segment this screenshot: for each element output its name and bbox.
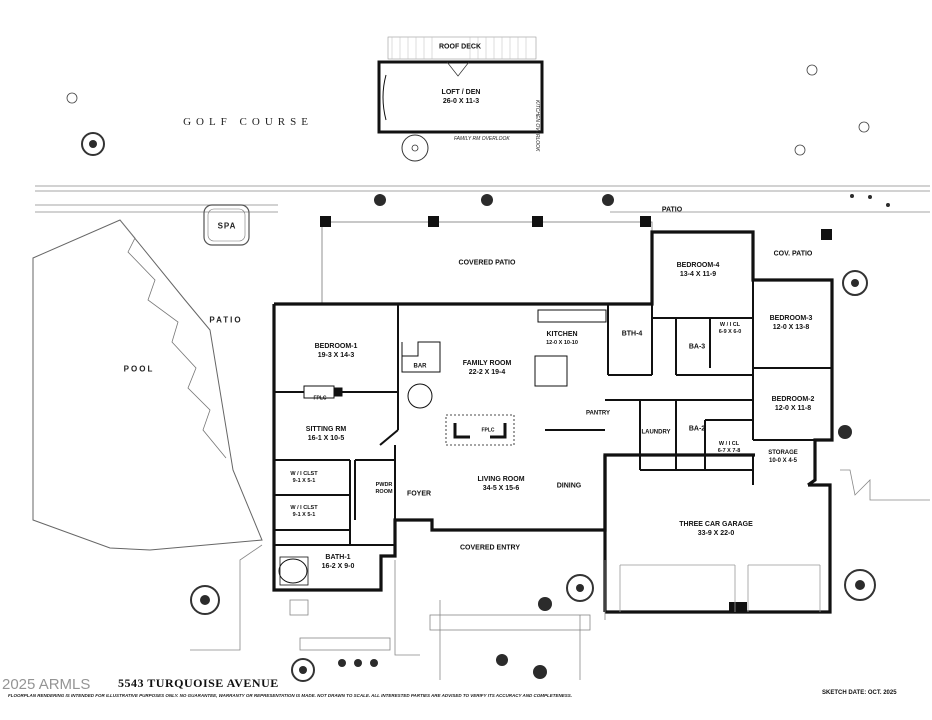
roof-deck-label: ROOF DECK [439,43,481,51]
room-ba-2: BA-2 [688,425,706,433]
small-circles [66,64,870,156]
patio-north-label: PATIO [661,206,683,214]
spa-shape [203,204,250,246]
patio-columns [320,216,832,612]
covered-patio-label: COVERED PATIO [458,259,516,267]
room-bth-4: BTH-4 [621,330,643,338]
patio-west-label: PATIO [209,315,243,325]
foyer-label: FOYER [406,490,432,498]
exterior-walls [272,230,834,614]
family-overlook-label: FAMILY RM OVERLOOK [454,136,510,142]
covered-entry-label: COVERED ENTRY [459,544,521,552]
property-lines [35,185,930,651]
armls-watermark: 2025 ARMLS [2,676,91,693]
bar-label: BAR [413,363,427,370]
fplc-bedroom-label: FPLC [313,395,327,402]
room-ba-3: BA-3 [688,343,706,351]
landscape-plants [81,132,890,682]
front-walkways [289,560,606,680]
sketch-date: SKETCH DATE: OCT. 2025 [822,690,897,696]
pool-label: POOL [123,364,155,374]
cov-patio-label: COV. PATIO [773,250,813,258]
disclaimer-text: FLOORPLAN RENDERING IS INTENDED FOR ILLU… [8,693,573,698]
fplc-living-label: FPLC [481,427,495,434]
interior-walls [274,280,832,546]
fireplaces [303,385,515,446]
bar-and-island [401,309,607,409]
loft-structure [377,36,544,162]
pantry-label: PANTRY [586,410,610,417]
garage-doors [619,564,821,612]
laundry-label: LAUNDRY [641,429,671,436]
golf-course-label: GOLF COURSE [183,116,313,128]
spa-label: SPA [217,221,237,231]
dining-label: DINING [556,482,582,490]
pool-shape [32,219,263,551]
kitchen-overlook-label: KITCHEN OVERLOOK [534,100,540,152]
property-address: 5543 TURQUOISE AVENUE [118,676,279,690]
